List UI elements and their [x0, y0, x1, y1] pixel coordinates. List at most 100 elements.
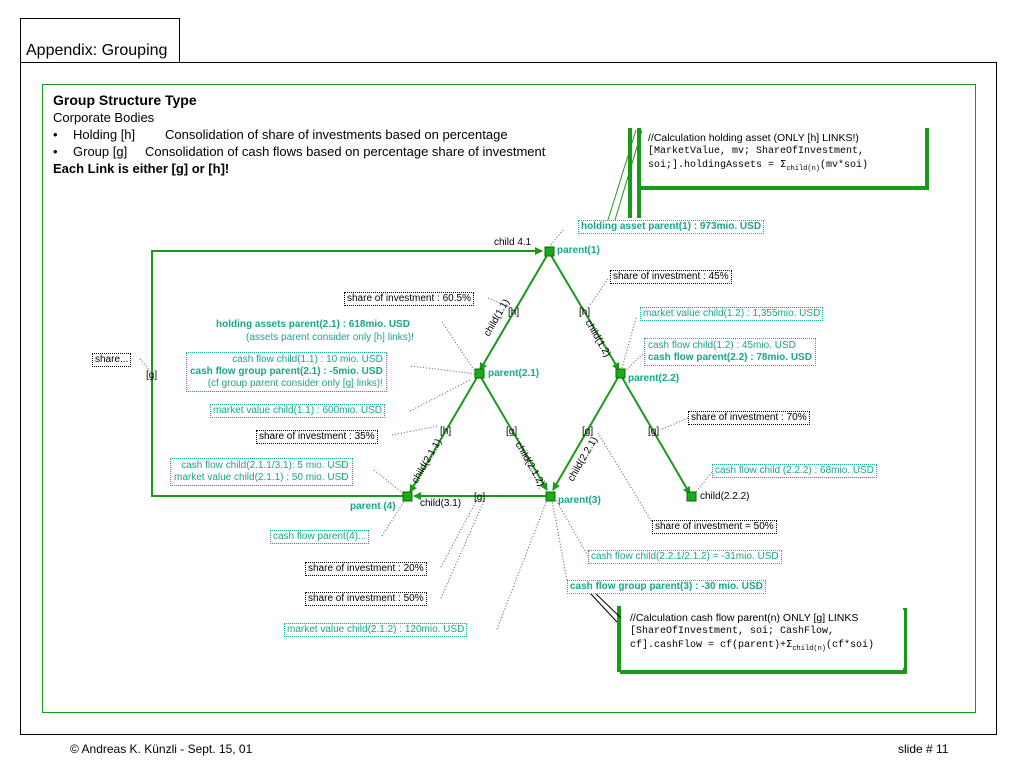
link-tag-h: [h] [579, 307, 591, 318]
link-rule: Each Link is either [g] or [h]! [53, 161, 230, 176]
link-tag-g: [g] [582, 426, 594, 437]
label-mv-child-1-1: market value child(1.1) : 600mio. USD [210, 404, 385, 418]
link-tag-h: [h] [440, 426, 452, 437]
formula-text: (mv*soi) [819, 160, 868, 171]
label-cf-parent-2-2: cash flow parent(2.2) : 78mio. USD [648, 352, 812, 363]
note-shadow [641, 186, 929, 190]
label-soi-20: share of investment : 20% [305, 562, 427, 576]
link-tag-g: [g] [506, 426, 518, 437]
note-line: [MarketValue, mv; ShareOfInvestment, [648, 146, 865, 157]
note-bar [637, 128, 641, 218]
edge-child-1-1 [479, 251, 550, 371]
label-cf-child-1-1: cash flow child(1.1) : 10 mio. USD [232, 354, 383, 365]
note-formula: cf].cashFlow = cf(parent)+Σchild(n)(cf*s… [630, 639, 904, 653]
bullet-dot: • [53, 144, 58, 159]
node-parent-4[interactable] [402, 491, 413, 502]
dotted-connectors [139, 229, 715, 630]
node-parent-3[interactable] [545, 491, 556, 502]
title-tab [20, 18, 180, 62]
node-label-parent-1: parent(1) [557, 245, 600, 256]
bullet-desc: Consolidation of cash flows based on per… [145, 144, 546, 159]
footer-slide-number: slide # 11 [898, 742, 949, 756]
label-cf-child-2-2-2: cash flow child (2.2.2) : 68mio. USD [712, 464, 877, 478]
label-holding-asset-parent-1: holding asset parent(1) : 973mio. USD [578, 220, 765, 234]
note-shadow [620, 670, 907, 674]
node-label-parent-2-1: parent(2.1) [488, 368, 540, 379]
note-connector [592, 590, 622, 619]
node-parent-1[interactable] [544, 246, 555, 257]
formula-text: cf].cashFlow = cf(parent)+ [630, 640, 787, 651]
note-shadow [925, 128, 929, 190]
slide-title: Appendix: Grouping [26, 42, 168, 59]
formula-text: soi;].holdingAssets = [648, 160, 781, 171]
label-soi-35: share of investment : 35% [256, 430, 378, 444]
section-subheading: Corporate Bodies [53, 110, 155, 125]
edge-child-2-2-2 [619, 373, 691, 495]
node-parent-2-1[interactable] [474, 368, 485, 379]
link-tag-g: [g] [474, 492, 486, 503]
content-frame [42, 84, 976, 713]
formula-text: (cf*soi) [825, 640, 874, 651]
formula-subscript: child(n) [786, 165, 820, 173]
label-soi-50-eq: share of investment = 50% [652, 520, 777, 534]
node-label-parent-2-2: parent(2.2) [628, 373, 680, 384]
note-line: [ShareOfInvestment, soi; CashFlow, [630, 626, 835, 637]
slide-frame [20, 62, 997, 735]
label-holding-assets-note: (assets parent consider only [h] links)! [246, 332, 414, 343]
bullet-group: • Group [g] Consolidation of cash flows … [53, 144, 545, 159]
label-box-cf-child-2-1-1: cash flow child(2.1.1/3.1): 5 mio. USD m… [170, 458, 353, 486]
edge-child-4-1 [151, 247, 543, 497]
sigma-symbol: Σ [786, 639, 793, 650]
node-parent-2-2[interactable] [615, 368, 626, 379]
footer-copyright: © Andreas K. Künzli - Sept. 15, 01 [70, 742, 253, 756]
label-holding-assets-parent-2-1: holding assets parent(2.1) : 618mio. USD [216, 319, 410, 330]
bullet-term: Group [g] [73, 144, 128, 159]
note-holding-calc: //Calculation holding asset (ONLY [h] LI… [642, 130, 924, 186]
formula-subscript: child(n) [792, 645, 826, 653]
node-label-parent-4: parent (4) [350, 501, 396, 512]
label-box-cf-group-parent-2-1: cash flow child(1.1) : 10 mio. USD cash … [186, 352, 387, 392]
bullet-desc: Consolidation of share of investments ba… [165, 127, 508, 142]
label-mv-child-2-1-2: market value child(2.1.2) : 120mio. USD [284, 623, 468, 637]
section-heading: Group Structure Type [53, 92, 197, 108]
label-cf-parent-4: cash flow parent(4)... [270, 530, 370, 544]
label-mv-child-2-1-1: market value child(2.1.1) : 50 mio. USD [174, 472, 349, 483]
node-label-parent-3: parent(3) [558, 495, 601, 506]
label-cf-group-parent-2-1: cash flow group parent(2.1) : -5mio. USD [190, 366, 383, 377]
label-soi-50: share of investment : 50% [305, 592, 427, 606]
bullet-holding: • Holding [h] Consolidation of share of … [53, 127, 508, 142]
node-label-child-3-1: child(3.1) [420, 498, 462, 509]
label-mv-child-1-2: market value child(1.2) : 1,355mio. USD [640, 307, 824, 321]
note-line: //Calculation holding asset (ONLY [h] LI… [648, 132, 859, 144]
label-box-cf-parent-2-2: cash flow child(1.2) : 45mio. USD cash f… [644, 338, 816, 366]
label-cf-child-1-2: cash flow child(1.2) : 45mio. USD [648, 340, 796, 351]
bullet-term: Holding [h] [73, 127, 136, 142]
label-soi-45: share of investment : 45% [610, 270, 732, 284]
note-bar [617, 606, 621, 672]
link-tag-h: [h] [508, 307, 520, 318]
link-tag-g: [g] [648, 426, 660, 437]
note-bar [628, 128, 632, 218]
node-label-child-4-1: child 4.1 [494, 237, 532, 248]
label-soi-60-5: share of investment : 60.5% [344, 292, 474, 306]
note-cashflow-calc: //Calculation cash flow parent(n) ONLY [… [624, 610, 904, 668]
edge-child-2-2-1 [552, 373, 621, 491]
sigma-symbol: Σ [780, 159, 787, 170]
note-connector [607, 129, 637, 221]
label-soi-70: share of investment : 70% [688, 411, 810, 425]
link-tag-g: [g] [146, 370, 158, 381]
node-label-child-2-2-2: child(2.2.2) [700, 491, 750, 502]
label-cf-child-2-1-1-3-1: cash flow child(2.1.1/3.1): 5 mio. USD [181, 460, 349, 471]
node-child-2-2-2[interactable] [686, 491, 697, 502]
note-connector [614, 129, 643, 221]
label-cf-group-parent-3: cash flow group parent(3) : -30 mio. USD [567, 580, 766, 594]
note-formula: soi;].holdingAssets = Σchild(n)(mv*soi) [648, 159, 924, 173]
bullet-dot: • [53, 127, 58, 142]
label-share-dots: share... [92, 353, 132, 367]
edge-child-2-1-1 [409, 373, 480, 493]
edge-child-1-2 [548, 251, 620, 371]
note-connector [589, 592, 618, 623]
edge-child-2-1-2 [478, 373, 548, 491]
note-line: //Calculation cash flow parent(n) ONLY [… [630, 612, 859, 624]
